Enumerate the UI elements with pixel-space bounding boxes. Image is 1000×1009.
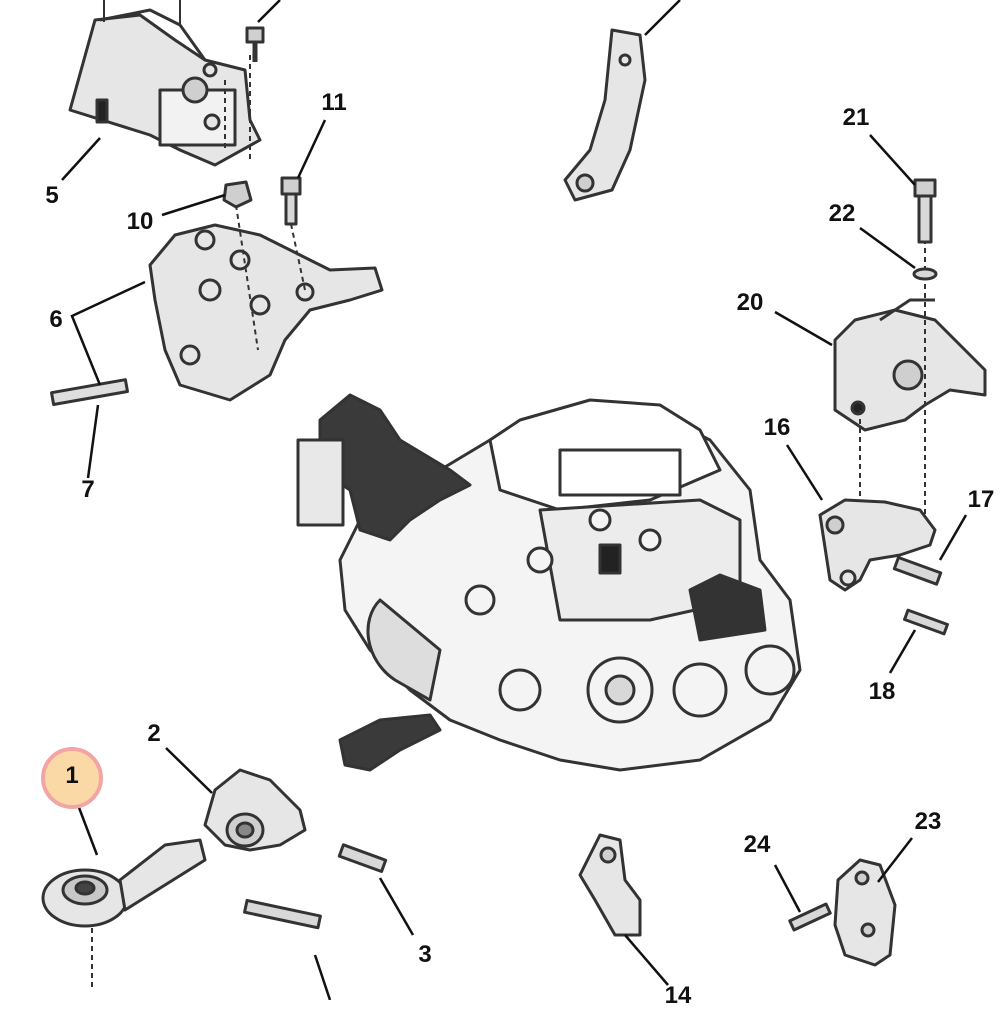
- part-23-plate: [833, 858, 897, 967]
- leader-3: [378, 877, 415, 936]
- leader-22: [859, 226, 916, 270]
- part-16-bracket: [818, 498, 937, 592]
- callout-11: 11: [321, 89, 347, 116]
- leader-18: [888, 629, 917, 674]
- leader-20: [774, 310, 833, 347]
- leader-1: [76, 804, 99, 856]
- callout-7: 7: [81, 476, 95, 503]
- callout-18: 18: [868, 678, 896, 705]
- leader-top-bracket: [644, 0, 681, 36]
- leader-21: [869, 134, 916, 186]
- callout-22: 22: [828, 200, 856, 227]
- leader-10: [161, 193, 226, 217]
- part-1-torque-rod: [41, 838, 207, 990]
- part-5-engine-mount: [68, 0, 262, 167]
- bolt-top-mount: [245, 26, 265, 62]
- leader-top-bolt: [257, 0, 281, 23]
- leader-7: [86, 404, 100, 479]
- engine-assembly: [296, 393, 802, 772]
- leader-2: [165, 747, 213, 794]
- part-22-washer: [912, 267, 938, 281]
- callout-20: 20: [736, 289, 764, 316]
- callout-24: 24: [743, 831, 771, 858]
- leader-23: [877, 837, 913, 883]
- leader-17: [938, 514, 968, 561]
- part-14-bracket: [578, 833, 642, 937]
- part-10-nut: [222, 180, 253, 209]
- part-18-bolt: [903, 608, 949, 636]
- callout-16: 16: [763, 414, 791, 441]
- callout-21: 21: [842, 104, 870, 131]
- highlighted-part-badge: [41, 747, 103, 809]
- callout-10: 10: [126, 208, 154, 235]
- leader-lines: [61, 0, 968, 1001]
- upper-torque-bracket: [563, 28, 647, 202]
- callout-3: 3: [418, 941, 432, 968]
- part-21-bolt: [913, 178, 937, 244]
- callout-6: 6: [49, 306, 63, 333]
- leader-11: [296, 119, 327, 179]
- leader-24: [773, 864, 802, 913]
- part-24-bolt: [788, 902, 832, 932]
- part-3-bolt: [337, 843, 388, 874]
- leader-5: [61, 137, 101, 181]
- part-6-bracket: [148, 204, 384, 402]
- leader-14: [624, 934, 669, 986]
- leader-long-bolt: [313, 954, 332, 1001]
- part-2-bracket: [203, 768, 307, 852]
- callout-23: 23: [914, 808, 942, 835]
- callout-2: 2: [147, 720, 161, 747]
- lower-long-bolt: [243, 898, 322, 930]
- callout-1: 1: [65, 762, 79, 789]
- leader-16: [785, 444, 824, 501]
- part-11-bolt: [280, 176, 302, 226]
- callout-5: 5: [45, 182, 59, 209]
- callout-17: 17: [967, 486, 995, 513]
- part-7-stud: [50, 378, 129, 407]
- leader-6: [70, 280, 146, 386]
- callout-14: 14: [664, 982, 692, 1009]
- part-17-bolt: [892, 555, 943, 586]
